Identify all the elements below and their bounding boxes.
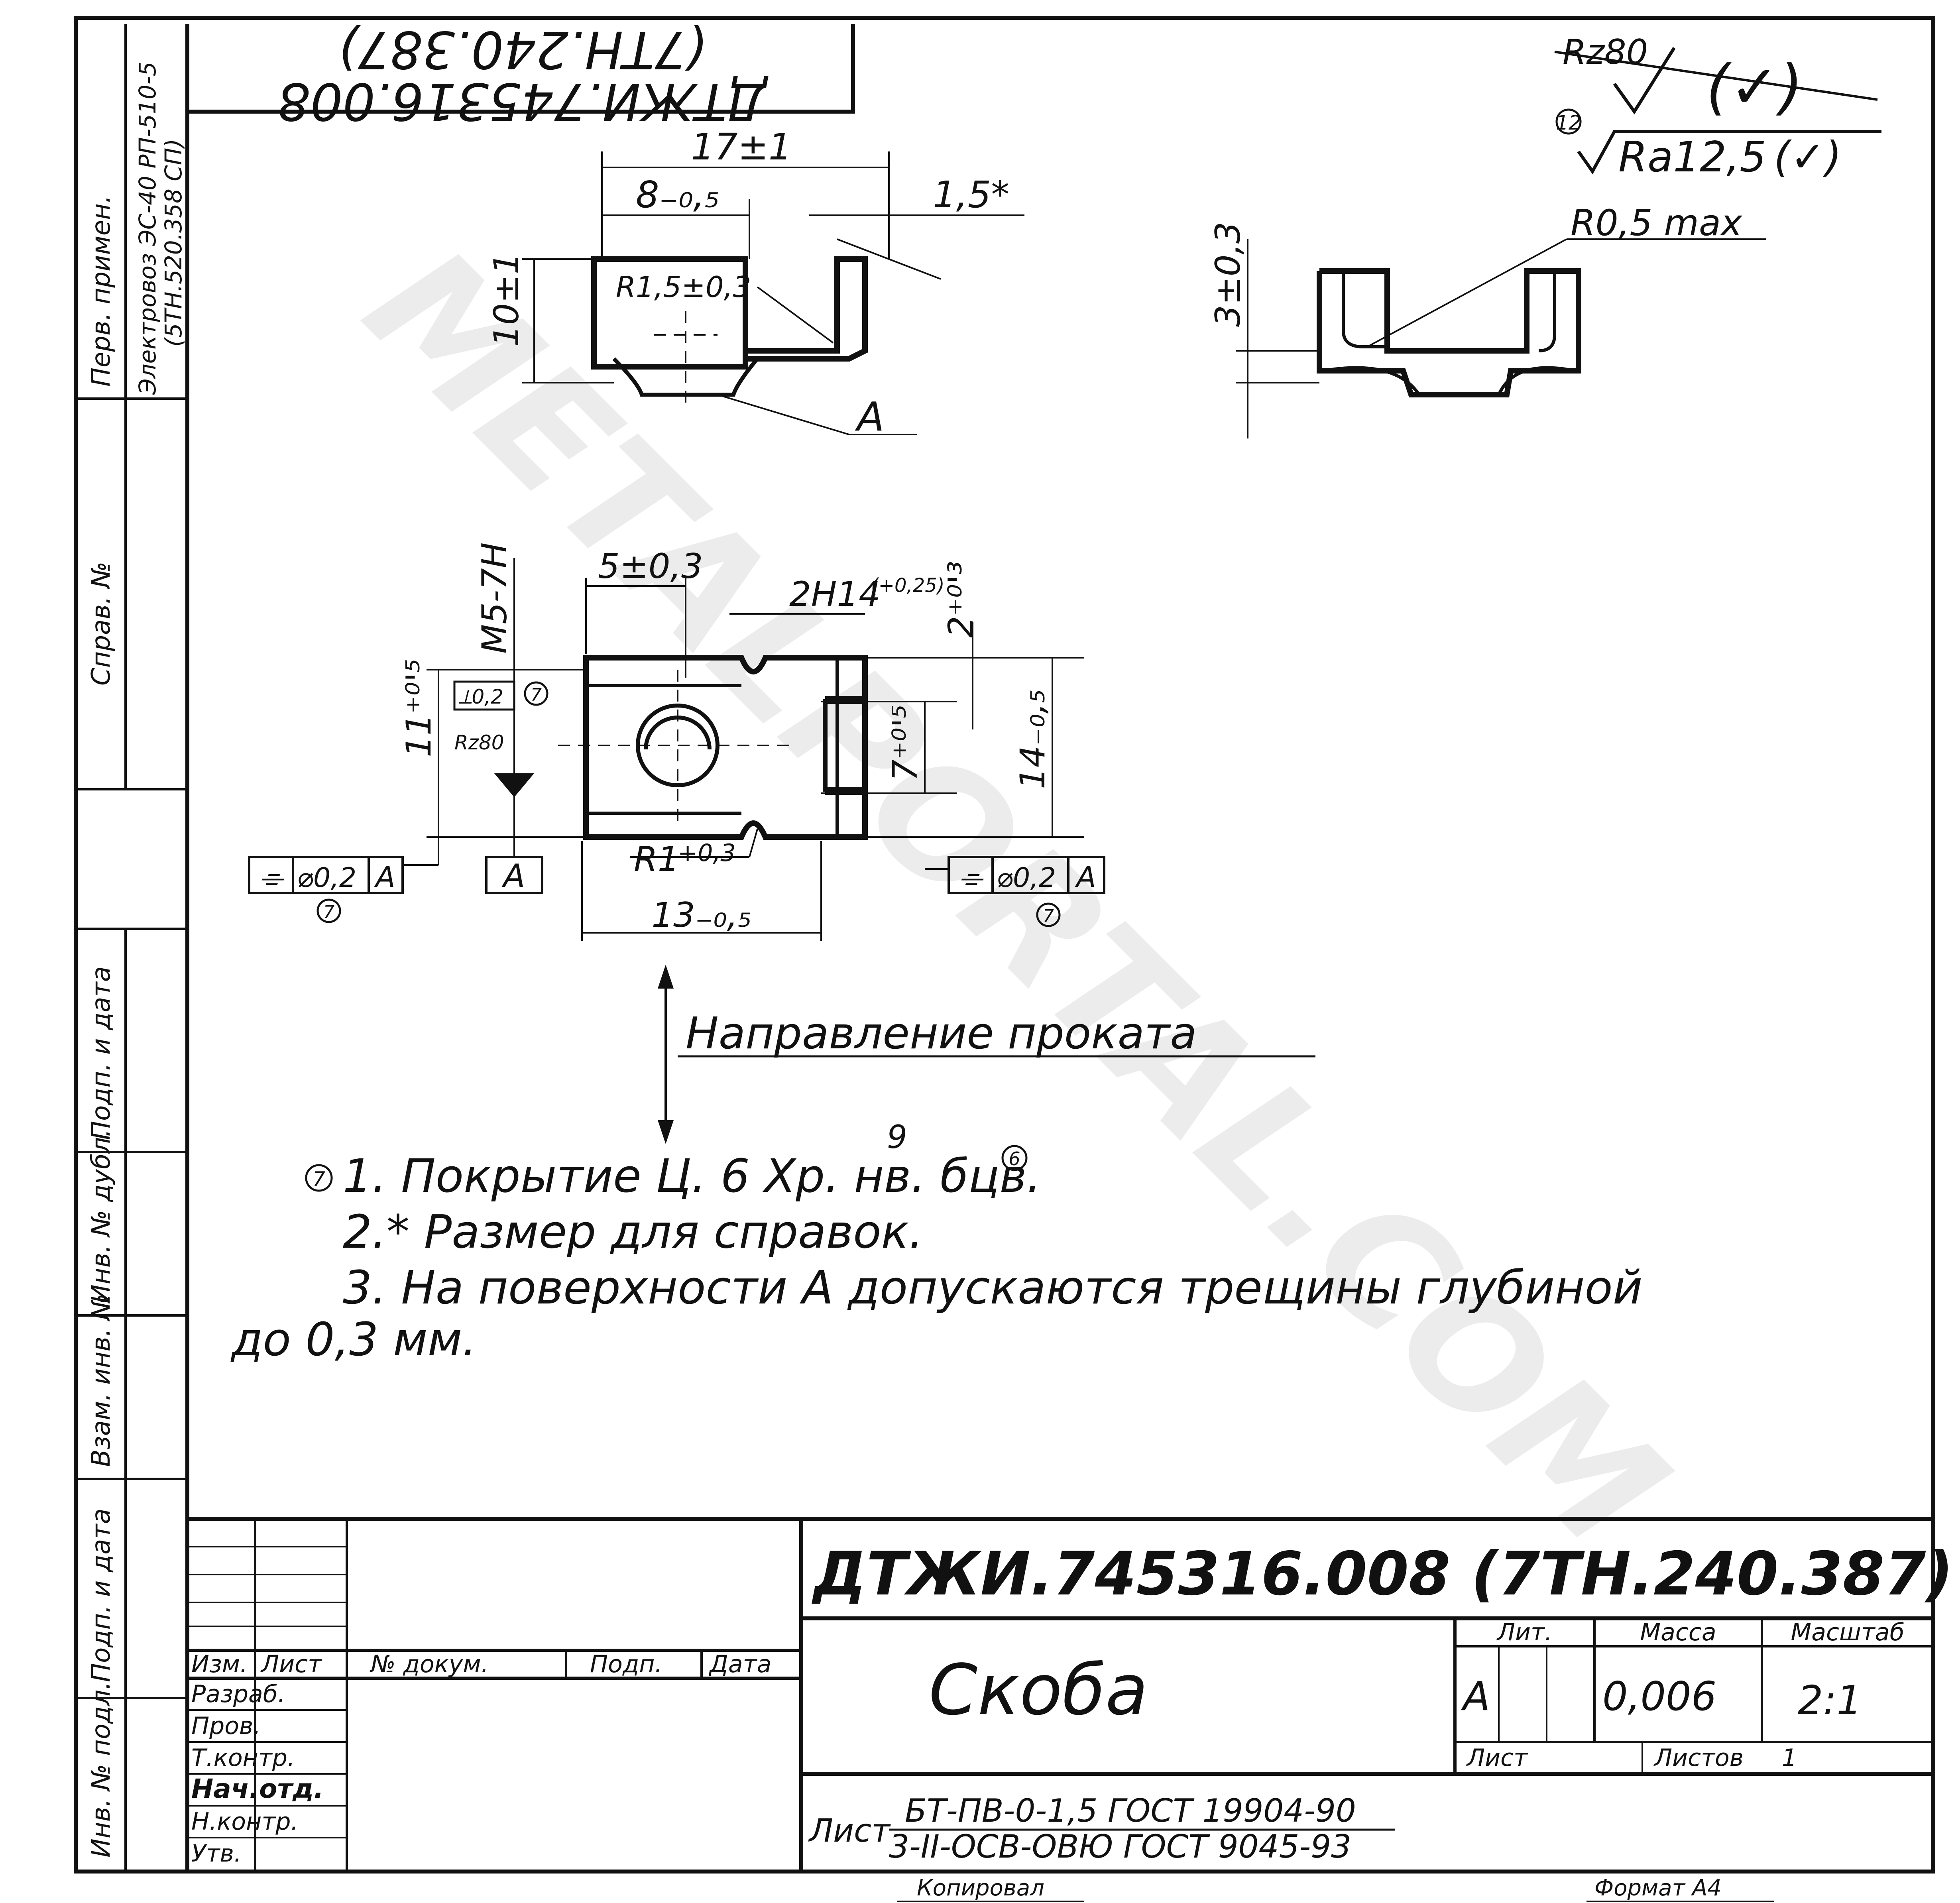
- footer-kopiroval: Копировал: [917, 1875, 1044, 1901]
- watermark: METALPORTAL.COM: [331, 214, 1700, 1582]
- tol-left-sym: ⌯: [259, 860, 284, 894]
- perp-small: ⟂0,2: [458, 685, 503, 708]
- masshtab-value: 2:1: [1798, 1677, 1862, 1724]
- massa-label: Масса: [1640, 1618, 1716, 1646]
- datum-label: А: [501, 857, 525, 894]
- note-1-sup9: 9: [887, 1119, 907, 1156]
- rolling-direction: Направление проката: [658, 965, 1315, 1144]
- note-3b: до 0,3 мм.: [230, 1313, 477, 1366]
- dim-11: 11⁺⁰'⁵: [399, 659, 439, 757]
- perp-circle7: 7: [531, 685, 542, 705]
- roughness-circle-num: 12: [1556, 111, 1581, 134]
- tol-right-sym: ⌯: [959, 860, 984, 894]
- datum-triangle: [494, 773, 534, 797]
- col-list: Лист: [260, 1650, 322, 1678]
- massa-value: 0,006: [1602, 1673, 1716, 1720]
- row-razrab: Разраб.: [191, 1680, 285, 1708]
- dim-10: 10±1: [487, 253, 527, 347]
- dim-13: 13₋₀,₅: [651, 895, 751, 935]
- podp-data-label: Подп. и дата: [86, 966, 116, 1140]
- listov-label: Листов: [1653, 1744, 1744, 1772]
- row-nkontr: Н.контр.: [191, 1808, 298, 1836]
- rz-small: Rz80: [454, 731, 504, 754]
- note-2: 2.* Размер для справок.: [343, 1205, 924, 1259]
- perv-primen-label: Перв. примен.: [86, 195, 116, 387]
- perv-primen-value2: (5ТН.520.358 СП): [160, 139, 187, 347]
- row-nach-otd: Нач.отд.: [191, 1773, 324, 1804]
- col-podp: Подп.: [590, 1650, 663, 1678]
- title-designation: ДТЖИ.745316.008 (7ТН.240.387): [812, 1539, 1953, 1609]
- dim-5: 5±0,3: [598, 547, 703, 586]
- tol-left-circle7: 7: [323, 902, 334, 922]
- material-line2: 3-II-ОСВ-ОВЮ ГОСТ 9045-93: [889, 1828, 1351, 1865]
- dim-14: 14₋₀,₅: [1013, 689, 1053, 789]
- list-label: Лист: [1466, 1744, 1528, 1772]
- dim-r1-5: R1,5±0,3: [616, 270, 751, 304]
- masshtab-label: Масштаб: [1791, 1618, 1904, 1646]
- row-utv: Утв.: [191, 1840, 242, 1868]
- roughness-block: Rz80 (✓) 12 Ra12,5 (✓): [1554, 32, 1881, 181]
- dim-r0-5: R0,5 max: [1571, 202, 1743, 244]
- note-1-sup6: 6: [1009, 1148, 1020, 1170]
- listov-value: 1: [1782, 1744, 1797, 1772]
- sprav-label: Справ. №: [86, 562, 116, 686]
- row-tkontr: Т.контр.: [191, 1744, 295, 1772]
- roughness-check-paren: (✓): [1706, 53, 1803, 122]
- roughness-ra-paren: (✓): [1774, 133, 1842, 181]
- dim-r1-tol: +0,3: [678, 839, 736, 867]
- note-3: 3. На поверхности А допускаются трещины …: [343, 1261, 1643, 1315]
- notes-circle7: 7: [313, 1168, 325, 1191]
- tol-right-val: ⌀0,2: [997, 862, 1056, 894]
- tol-right-ref: А: [1075, 860, 1096, 894]
- row-prov: Пров.: [191, 1712, 261, 1740]
- footer-format: Формат А4: [1594, 1875, 1722, 1901]
- front-view: 17±1 8₋₀,₅ 1,5* 10±1 R1,5±0,3 А: [487, 126, 1024, 440]
- col-izm: Изм.: [191, 1650, 248, 1678]
- tol-left-val: ⌀0,2: [297, 862, 356, 894]
- dim-r1: R1: [634, 839, 679, 879]
- title-block: Изм. Лист № докум. Подп. Дата Разраб. Пр…: [187, 1517, 1953, 1870]
- datum-box: [485, 856, 543, 894]
- vzam-inv-label: Взам. инв. №: [86, 1294, 116, 1467]
- lit-value: А: [1461, 1673, 1490, 1720]
- tol-left-ref: А: [374, 860, 395, 894]
- col-data: Дата: [708, 1650, 771, 1678]
- lit-label: Лит.: [1496, 1618, 1552, 1646]
- dim-8: 8₋₀,₅: [636, 173, 720, 216]
- side-view: 3±0,3 R0,5 max: [1208, 202, 1766, 438]
- designation-box: [187, 24, 855, 114]
- technical-notes: 7 9 6 1. Покрытие Ц. 6 Хр. нв. бцв. 2.* …: [230, 1119, 1643, 1366]
- material-prefix: Лист: [808, 1812, 891, 1849]
- designation-rotated-line2: (7ТН.240.387): [338, 20, 707, 79]
- dim-2h14: 2H14: [789, 574, 881, 614]
- podp-data-label-2: Подп. и дата: [86, 1508, 116, 1682]
- designation-rotated-line1: ДТЖИ.745316.008: [278, 71, 769, 131]
- roughness-rz: Rz80: [1563, 32, 1648, 72]
- leader-a: А: [855, 393, 884, 440]
- dim-7: 7⁺⁰'⁵: [885, 704, 925, 781]
- roughness-ra: Ra12,5: [1618, 133, 1766, 181]
- dim-17: 17±1: [691, 126, 792, 168]
- tol-right-circle7: 7: [1043, 906, 1054, 926]
- outer-frame: [74, 16, 1935, 1874]
- material-line1: БТ-ПВ-0-1,5 ГОСТ 19904-90: [905, 1792, 1356, 1829]
- inv-podl-label: Инв. № подл.: [86, 1681, 116, 1858]
- title-part-name: Скоба: [929, 1650, 1148, 1731]
- perv-primen-value: Электровоз ЭС-40 РП-510-5: [134, 61, 161, 395]
- col-ndok: № докум.: [370, 1650, 489, 1678]
- note-1: 1. Покрытие Ц. 6 Хр. нв. бцв.: [343, 1150, 1041, 1203]
- dim-2: 2⁺⁰'³: [941, 561, 981, 638]
- rolling-direction-text: Направление проката: [686, 1008, 1197, 1059]
- dim-m5: M5-7H: [475, 543, 515, 654]
- inv-dubl-label: Инв. № дубл.: [86, 1129, 116, 1303]
- plan-view: M5-7H 5±0,3 2H14 (+0,25) 2⁺⁰'³ 11⁺⁰'⁵ 7⁺…: [248, 543, 1105, 941]
- dim-3: 3±0,3: [1208, 222, 1248, 327]
- dim-2h14-tol: (+0,25): [871, 574, 945, 597]
- dim-1-5: 1,5*: [933, 173, 1009, 216]
